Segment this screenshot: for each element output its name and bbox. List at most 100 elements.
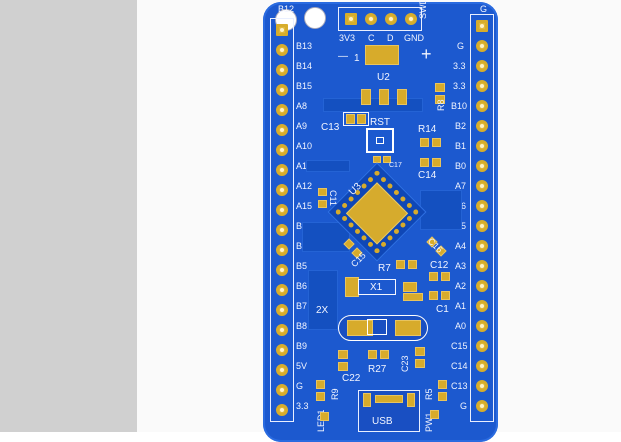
right-pin-4 — [476, 100, 488, 112]
rst-pad-b — [383, 156, 391, 163]
c1-extra-pad — [403, 293, 423, 301]
left-label-5v: 5V — [296, 361, 308, 371]
right-label-b10: B10 — [451, 101, 468, 111]
left-label-b4: B4 — [296, 241, 307, 252]
right-top-label: G — [480, 4, 488, 14]
r27-pad-a — [368, 350, 377, 359]
r8-pad-b — [435, 95, 445, 104]
swd-pin-2 — [365, 13, 377, 25]
x2-label: 2X — [316, 305, 329, 316]
left-pin-14 — [276, 304, 288, 316]
r9-pad-b — [316, 392, 325, 401]
right-pin-18 — [476, 380, 488, 392]
right-label-b0: B0 — [455, 161, 467, 171]
swd-label: SWD — [418, 0, 428, 19]
c12-pad-b — [441, 272, 450, 281]
trace-top-bus — [323, 98, 423, 112]
right-label-a7: A7 — [455, 181, 467, 191]
right-label-b2: B2 — [455, 121, 467, 131]
left-label-b9: B9 — [296, 341, 308, 351]
right-label-b1: B1 — [455, 141, 467, 151]
c23-pad-a — [415, 347, 425, 356]
mounting-hole-right — [304, 7, 326, 29]
left-label-b15: B15 — [296, 81, 313, 91]
c13-pad-b — [357, 114, 366, 124]
right-label-33-b: 3.3 — [453, 81, 466, 91]
swd-label-d: D — [387, 33, 394, 43]
usb-pins — [375, 395, 403, 403]
left-label-a9: A9 — [296, 121, 308, 131]
minus-label: — — [338, 51, 348, 62]
c22-label: C22 — [342, 373, 361, 384]
left-pin-12 — [276, 264, 288, 276]
trace-right-bus — [420, 190, 462, 230]
c14-pad-b — [432, 158, 441, 167]
left-label-b7: B7 — [296, 301, 308, 311]
c23-label: C23 — [400, 355, 410, 372]
trace-upper-left — [306, 160, 350, 172]
right-label-33-a: 3.3 — [453, 61, 466, 71]
left-label-b5: B5 — [296, 261, 308, 271]
left-pin-0 — [276, 24, 288, 36]
right-label-c15: C15 — [451, 341, 468, 351]
swd-header-outline — [338, 7, 422, 31]
left-label-a12: A12 — [296, 181, 313, 191]
left-pin-8 — [276, 184, 288, 196]
right-label-a2: A2 — [455, 281, 467, 291]
right-pin-11 — [476, 240, 488, 252]
c12-pad-a — [429, 272, 438, 281]
r9-pad-a — [316, 380, 325, 389]
c11-pad-a — [318, 188, 327, 196]
x1-pad-b — [403, 282, 417, 292]
r7-pad-b — [408, 260, 417, 269]
r5-pad-a — [438, 380, 447, 389]
left-gray-panel — [0, 0, 137, 432]
right-pin-19 — [476, 400, 488, 412]
right-label-a1: A1 — [455, 301, 467, 311]
rst-pad-a — [373, 156, 381, 163]
left-pin-15 — [276, 324, 288, 336]
c22-pad-a — [338, 350, 348, 359]
u2-pad-2 — [379, 89, 389, 105]
reset-button[interactable] — [366, 128, 394, 153]
left-label-a10: A10 — [296, 141, 313, 151]
left-pin-6 — [276, 144, 288, 156]
c13-label: C13 — [321, 122, 340, 133]
u2-pad-1 — [361, 89, 371, 105]
c11-pad-b — [318, 200, 327, 208]
left-pin-7 — [276, 164, 288, 176]
u2-pad-3 — [397, 89, 407, 105]
right-pin-13 — [476, 280, 488, 292]
right-label-c13: C13 — [451, 381, 468, 391]
r5-pad-b — [438, 392, 447, 401]
swd-label-gnd: GND — [404, 33, 424, 43]
rst-label: RST — [370, 117, 390, 128]
c17-label: C17 — [389, 162, 402, 169]
c1-pad-b — [441, 291, 450, 300]
x1-outline — [358, 279, 396, 295]
r5-label: R5 — [424, 388, 434, 400]
c1-pad-a — [429, 291, 438, 300]
r27-pad-b — [380, 350, 389, 359]
swd-pin-4 — [405, 13, 417, 25]
left-label-g: G — [296, 381, 304, 391]
left-label-b8: B8 — [296, 321, 308, 331]
right-pin-3 — [476, 80, 488, 92]
right-pin-15 — [476, 320, 488, 332]
right-pin-12 — [476, 260, 488, 272]
c13-pad-a — [346, 114, 355, 124]
swd-label-c: C — [368, 33, 375, 43]
r14-pad-a — [420, 138, 429, 147]
left-pin-13 — [276, 284, 288, 296]
left-pin-3 — [276, 84, 288, 96]
swd-pin-1 — [345, 13, 357, 25]
right-pin-10 — [476, 220, 488, 232]
r14-label: R14 — [418, 124, 437, 135]
right-pin-8 — [476, 180, 488, 192]
u2-label: U2 — [377, 72, 390, 83]
left-pin-18 — [276, 384, 288, 396]
left-pin-1 — [276, 44, 288, 56]
c1-label: C1 — [436, 304, 449, 315]
left-pin-2 — [276, 64, 288, 76]
r27-label: R27 — [368, 364, 387, 375]
